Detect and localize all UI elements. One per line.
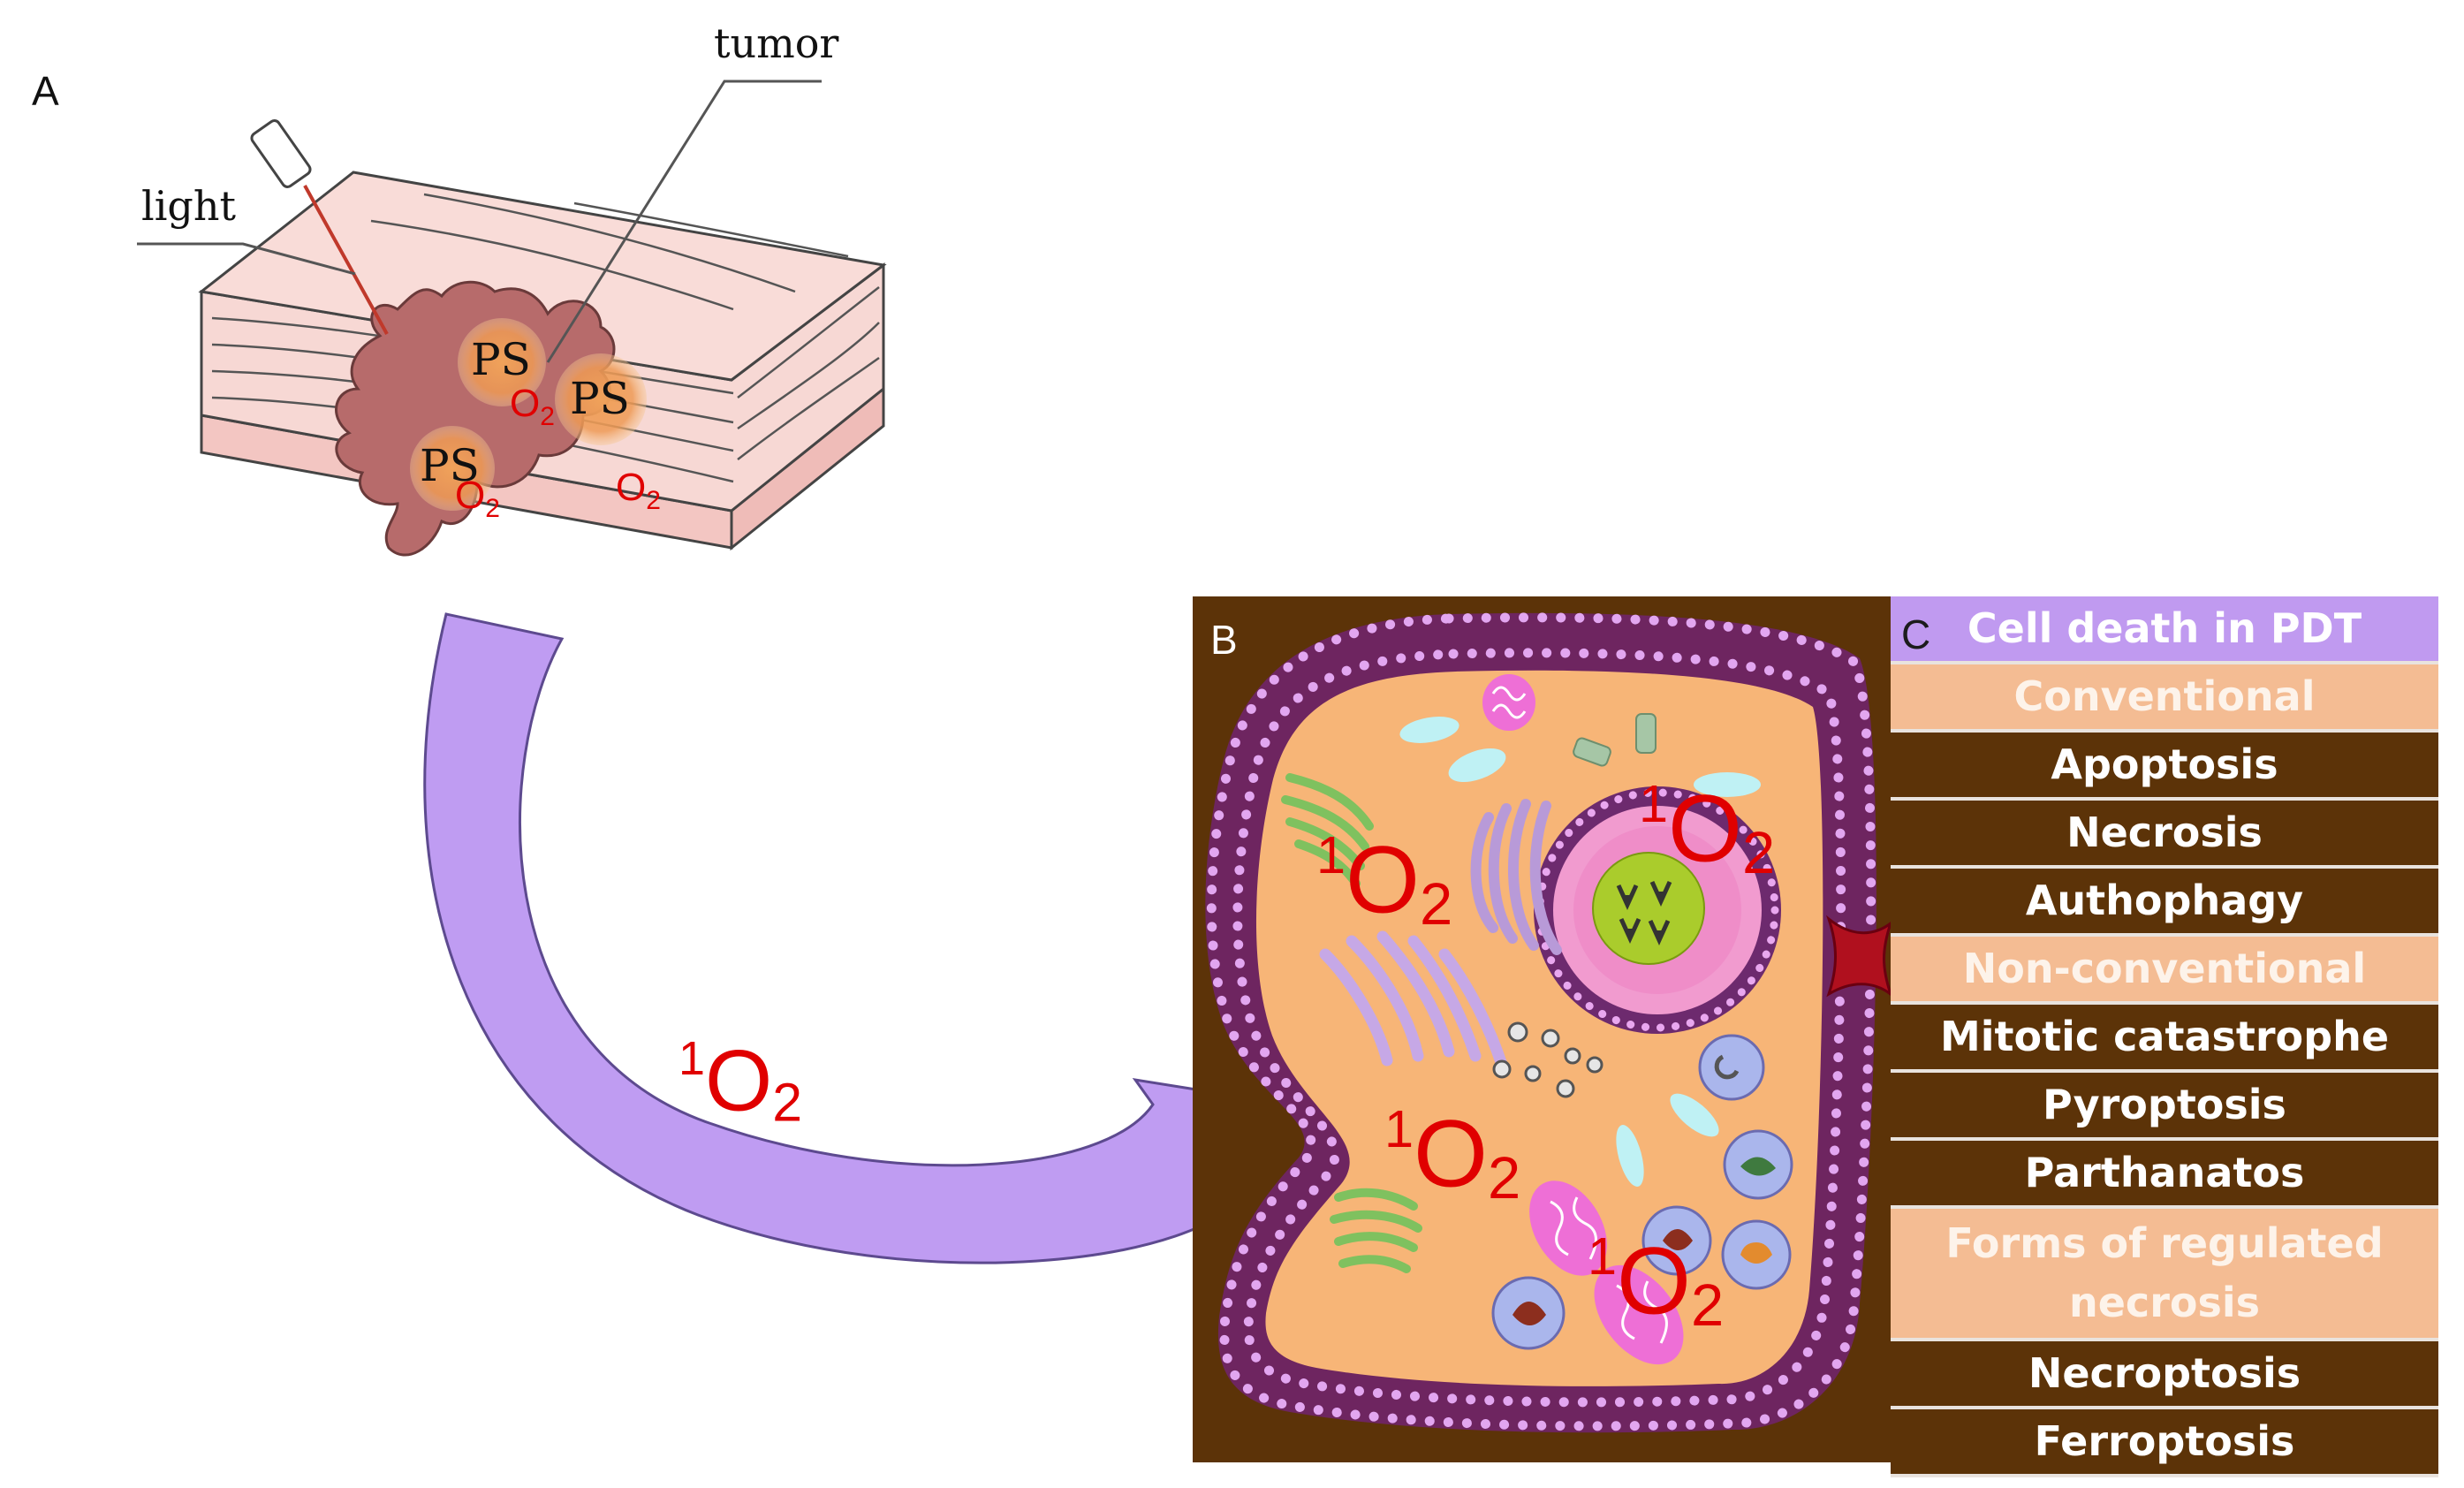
singlet-oxygen-cell-1: 1O2 — [1316, 825, 1453, 938]
cell-death-legend: C Cell death in PDT Conventional Apoptos… — [1891, 596, 2438, 1477]
endoplasmic-reticulum-2 — [1319, 930, 1508, 1071]
singlet-oxygen-arrow: 1O2 — [679, 1031, 803, 1133]
golgi-apparatus-1 — [1281, 773, 1374, 888]
legend-title: Cell death in PDT — [1967, 604, 2362, 653]
light-fiber-icon — [250, 119, 389, 335]
cell-membrane-bead-outer — [1206, 612, 1876, 1431]
lysosome-1 — [1698, 1034, 1765, 1101]
nucleus — [1534, 786, 1781, 1034]
endoplasmic-reticulum — [1470, 799, 1562, 955]
singlet-oxygen-cell-4: 1O2 — [1588, 1226, 1725, 1339]
granules — [1492, 1021, 1603, 1098]
tumor-mass — [335, 280, 616, 557]
panel-letter-a: A — [32, 68, 59, 114]
legend-header: C Cell death in PDT — [1891, 596, 2438, 664]
centrioles — [1573, 713, 1657, 767]
ps-molecule-2 — [555, 353, 647, 445]
legend-item-necroptosis: Necroptosis — [1891, 1341, 2438, 1409]
mitochondrion-2 — [1529, 1181, 1607, 1276]
legend-item-parthanatos: Parthanatos — [1891, 1141, 2438, 1209]
oxygen-label-3: O2 — [616, 466, 661, 515]
cell-membrane-bead-inner — [1232, 648, 1846, 1408]
vesicles — [1399, 717, 1761, 1187]
legend-item-ferroptosis: Ferroptosis — [1891, 1409, 2438, 1477]
singlet-oxygen-cell-2: 1O2 — [1639, 774, 1776, 886]
ps-molecule-3 — [410, 426, 495, 511]
lysosome-5 — [1491, 1276, 1566, 1350]
legend-item-necrosis: Necrosis — [1891, 801, 2438, 869]
lysosome-2 — [1723, 1129, 1793, 1200]
lysosome-4 — [1721, 1219, 1792, 1290]
legend-category-conventional: Conventional — [1891, 664, 2438, 733]
legend-category-regulated-necrosis: Forms of regulated necrosis — [1891, 1209, 2438, 1341]
legend-item-apoptosis: Apoptosis — [1891, 733, 2438, 801]
membrane-channel — [1825, 915, 1893, 998]
oxygen-label-2: O2 — [455, 474, 500, 523]
lysosome-3 — [1641, 1205, 1712, 1276]
legend-item-pyroptosis: Pyroptosis — [1891, 1073, 2438, 1141]
ps-label-2: PS — [570, 373, 630, 424]
tumor-leader-line — [546, 80, 822, 363]
legend-category-non-conventional: Non-conventional — [1891, 937, 2438, 1005]
singlet-oxygen-cell-3: 1O2 — [1384, 1099, 1521, 1211]
legend-item-mitotic-catastrophe: Mitotic catastrophe — [1891, 1005, 2438, 1073]
panel-letter-c: C — [1901, 611, 1931, 657]
panel-letter-b: B — [1210, 617, 1238, 663]
mitochondrion-3 — [1594, 1264, 1684, 1365]
golgi-apparatus-2 — [1330, 1188, 1422, 1273]
legend-item-authophagy: Authophagy — [1891, 869, 2438, 937]
light-label: light — [141, 182, 236, 230]
light-leader-line — [137, 242, 356, 276]
tumor-label: tumor — [714, 19, 839, 67]
ps-molecule-1 — [458, 318, 546, 406]
mitochondrion-1 — [1482, 674, 1535, 731]
ps-label-1: PS — [471, 334, 531, 385]
ps-label-3: PS — [420, 440, 480, 491]
oxygen-label-1: O2 — [510, 382, 555, 431]
